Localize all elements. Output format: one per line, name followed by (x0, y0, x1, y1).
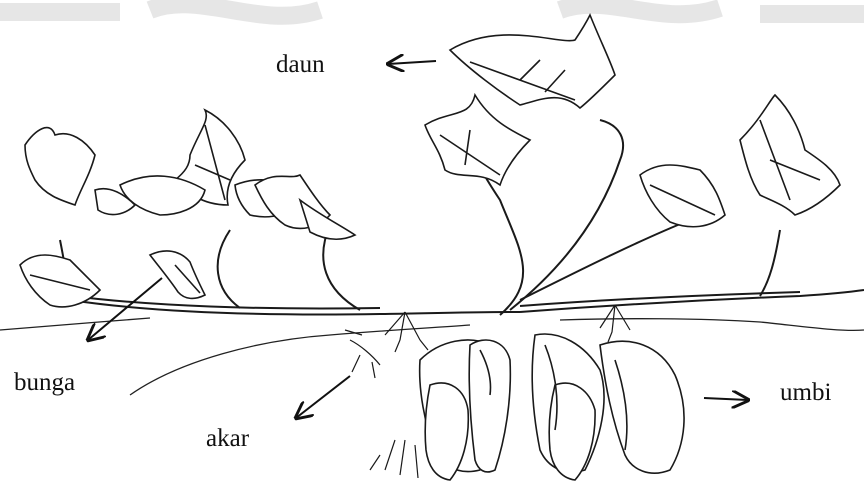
label-daun: daun (276, 52, 325, 77)
label-bunga: bunga (14, 370, 75, 395)
watermark (0, 4, 864, 16)
arrow-akar (296, 376, 350, 418)
tubers (420, 334, 684, 480)
label-umbi: umbi (780, 380, 831, 405)
leaves (20, 15, 840, 307)
arrow-umbi (704, 398, 748, 400)
label-akar: akar (206, 426, 249, 451)
arrow-daun (388, 61, 436, 64)
flower (150, 251, 205, 298)
